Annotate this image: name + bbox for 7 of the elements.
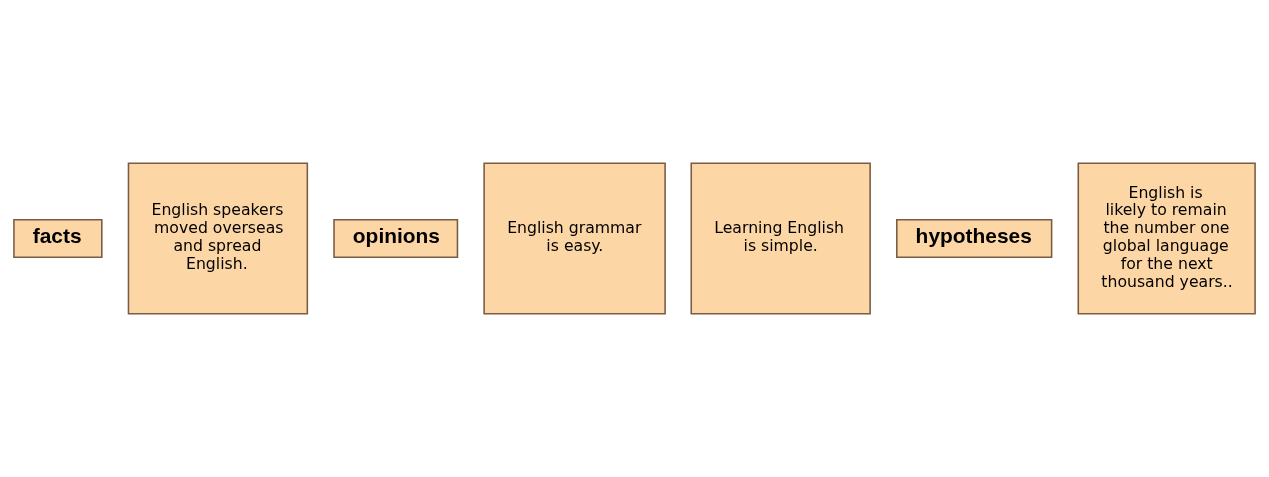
node-box: English is likely to remain the number one global language for the next thousand years..: [1077, 162, 1256, 315]
node-box: English grammar is easy.: [483, 162, 666, 315]
node-box: opinions: [333, 218, 459, 259]
node-box: facts: [13, 218, 103, 259]
node-box: Learning English is simple.: [690, 162, 871, 315]
node-box: English speakers moved overseas and spread English.: [127, 162, 309, 315]
node-box: hypotheses: [896, 218, 1053, 259]
